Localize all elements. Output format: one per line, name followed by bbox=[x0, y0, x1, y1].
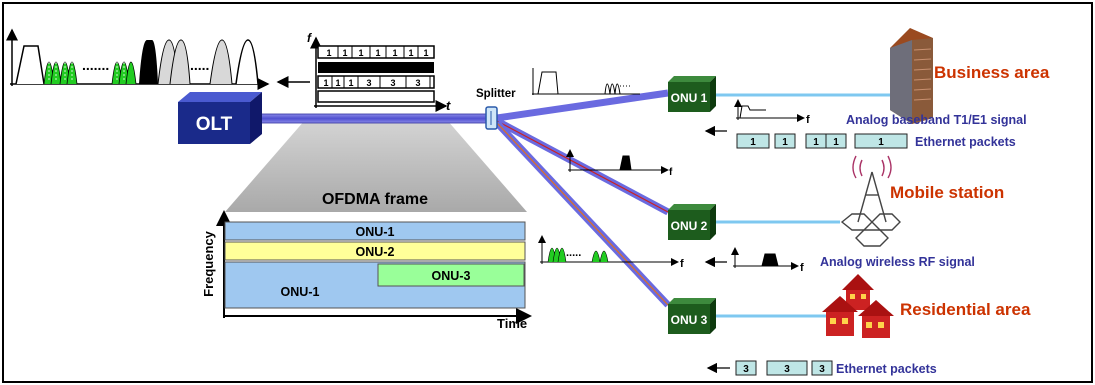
ethernet-packets-onu3: 3 3 3 bbox=[735, 360, 833, 376]
svg-text:3: 3 bbox=[743, 364, 749, 375]
frame-title: OFDMA frame bbox=[322, 191, 428, 208]
ethernet-packet: 3 bbox=[735, 360, 757, 376]
onu-label: ONU 2 bbox=[671, 219, 708, 233]
cell-tower-icon bbox=[840, 155, 901, 247]
frame-row-onu2: ONU-2 bbox=[356, 245, 395, 259]
frame-row-onu1-lower: ONU-1 bbox=[281, 285, 320, 299]
frame-row-onu3: ONU-3 bbox=[432, 269, 471, 283]
timeslot-label: 1 bbox=[408, 48, 413, 58]
houses-icon bbox=[822, 274, 894, 338]
time-label: Time bbox=[497, 316, 527, 331]
onu2-spectrum-peaks bbox=[547, 247, 609, 263]
onu1-f-label: f bbox=[806, 114, 810, 126]
timeslot-label: 1 bbox=[392, 48, 397, 58]
mid-f-label: f bbox=[669, 167, 673, 178]
olt-box bbox=[178, 92, 262, 144]
svg-text:1: 1 bbox=[833, 137, 839, 148]
mobile-station-label: Mobile station bbox=[890, 183, 1004, 202]
top-f-label: f bbox=[307, 31, 312, 45]
frame-row-onu1: ONU-1 bbox=[356, 225, 395, 239]
ethernet-packets-onu1: 1 1 1 1 1 bbox=[736, 133, 908, 149]
ethernet-label-onu1: Ethernet packets bbox=[915, 135, 1016, 149]
svg-text:.....: ..... bbox=[190, 57, 209, 73]
svg-text:1: 1 bbox=[878, 137, 884, 148]
svg-text:.......: ....... bbox=[82, 57, 109, 73]
ethernet-packet: 3 bbox=[766, 360, 808, 376]
timeslot-label: 1 bbox=[348, 78, 353, 88]
onu-label: ONU 3 bbox=[671, 313, 708, 327]
frequency-label: Frequency bbox=[201, 230, 216, 297]
onu-boxes: ONU 1 ONU 2 ONU 3 bbox=[668, 76, 716, 334]
svg-text:1: 1 bbox=[750, 137, 756, 148]
ethernet-packet: 1 bbox=[825, 133, 847, 149]
ethernet-packet: 1 bbox=[774, 133, 796, 149]
olt-spectrum: ....... ..... bbox=[5, 28, 270, 90]
onu2-rf-graph bbox=[731, 247, 799, 270]
svg-text:1: 1 bbox=[813, 137, 819, 148]
timeslot-label: 1 bbox=[358, 48, 363, 58]
timeslot-label: 1 bbox=[323, 78, 328, 88]
spectrum-dots: ..... bbox=[566, 247, 581, 259]
t1e1-signal-label: Analog baseband T1/E1 signal bbox=[846, 113, 1027, 127]
timeslot-label: 1 bbox=[375, 48, 380, 58]
ethernet-packet: 1 bbox=[854, 133, 908, 149]
top-t-label: t bbox=[446, 98, 451, 113]
lower-f-label: f bbox=[680, 258, 684, 270]
ethernet-packet: 1 bbox=[736, 133, 770, 149]
ethernet-label-onu3: Ethernet packets bbox=[836, 362, 937, 376]
svg-text:3: 3 bbox=[819, 364, 825, 375]
splitter-icon bbox=[485, 106, 498, 130]
office-building-icon bbox=[890, 28, 933, 124]
onu-box-2: ONU 2 bbox=[668, 204, 716, 240]
onu-label: ONU 1 bbox=[671, 91, 708, 105]
timeslot-label: 3 bbox=[415, 78, 420, 88]
onu1-baseband-graph bbox=[734, 99, 805, 122]
timeslot-label: 1 bbox=[342, 48, 347, 58]
ethernet-packet: 1 bbox=[805, 133, 827, 149]
splitter-label: Splitter bbox=[476, 88, 516, 100]
onu2-f-label: f bbox=[800, 262, 804, 274]
onu-box-1: ONU 1 bbox=[668, 76, 716, 112]
timeslot-label: 1 bbox=[326, 48, 331, 58]
ethernet-packet: 3 bbox=[811, 360, 833, 376]
rf-signal-label: Analog wireless RF signal bbox=[820, 255, 975, 269]
ofdma-frame bbox=[216, 210, 532, 324]
svg-text:3: 3 bbox=[784, 364, 790, 375]
residential-area-label: Residential area bbox=[900, 300, 1031, 319]
timeslot-label: 1 bbox=[423, 48, 428, 58]
timeslot-label: 3 bbox=[366, 78, 371, 88]
timeslot-label: 3 bbox=[390, 78, 395, 88]
timeslot-label: 1 bbox=[335, 78, 340, 88]
onu-box-3: ONU 3 bbox=[668, 298, 716, 334]
business-area-label: Business area bbox=[934, 63, 1050, 82]
svg-text:1: 1 bbox=[782, 137, 788, 148]
frame-projection bbox=[225, 120, 527, 212]
olt-label: OLT bbox=[196, 114, 233, 135]
